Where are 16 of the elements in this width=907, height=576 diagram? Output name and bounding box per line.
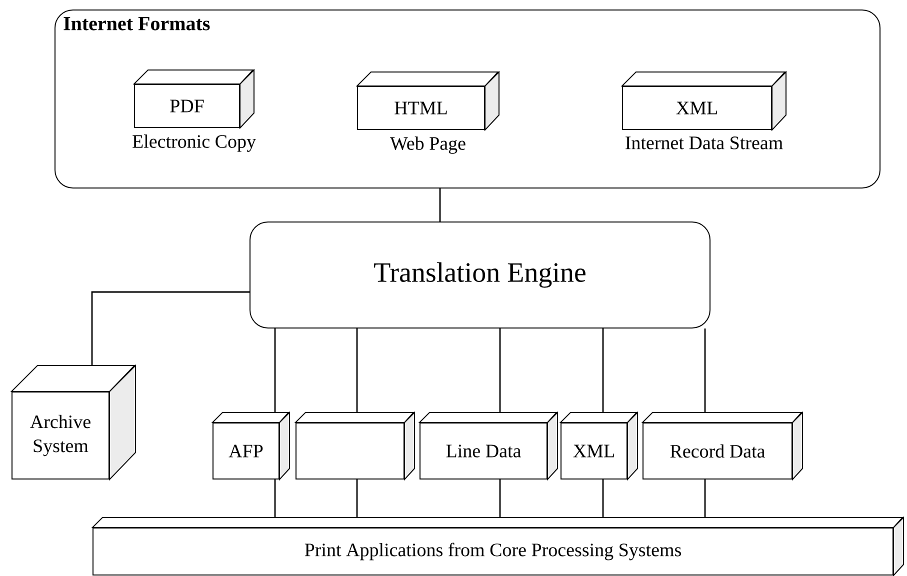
connector-line (602, 328, 604, 412)
node-caption: Electronic Copy (132, 134, 256, 152)
connector-line (602, 480, 604, 518)
connector-line (499, 480, 501, 518)
connector-line (274, 328, 276, 412)
node-caption: Internet Data Stream (626, 136, 783, 150)
node-caption: Web Page (390, 136, 466, 154)
connector-line (356, 328, 358, 412)
connector-line (439, 188, 441, 222)
connector-line (704, 328, 706, 412)
connector-line (274, 480, 276, 518)
connector-line (356, 480, 358, 518)
engine-box: Translation Engine (250, 222, 710, 328)
connector-line (499, 328, 501, 412)
connector-line (91, 291, 250, 366)
connector-line (704, 480, 706, 518)
